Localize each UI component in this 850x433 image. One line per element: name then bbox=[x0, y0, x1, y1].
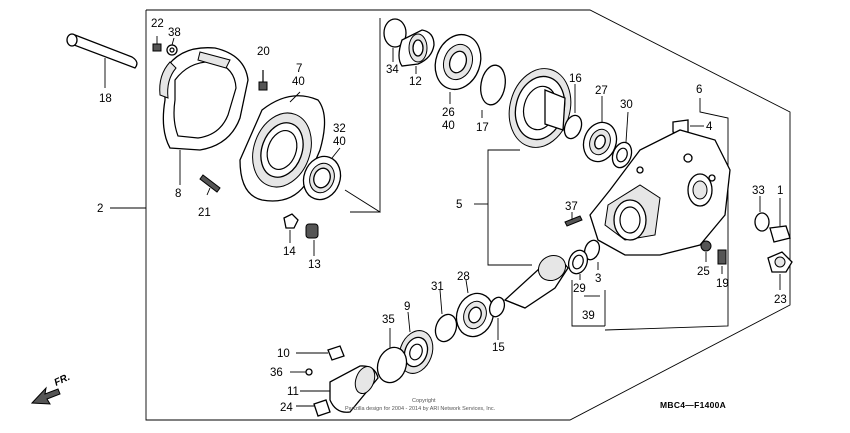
copyright-line-2: Partzilla design for 2004 - 2014 by ARI … bbox=[345, 406, 496, 412]
circlip-part-15 bbox=[488, 296, 506, 340]
bearing-part-27 bbox=[582, 96, 618, 163]
callout-40-a: 40 bbox=[292, 76, 305, 88]
front-label: FR. bbox=[53, 372, 72, 389]
callout-27: 27 bbox=[595, 85, 608, 97]
circlip-part-34 bbox=[383, 18, 407, 62]
callout-21: 21 bbox=[198, 207, 211, 219]
callout-36: 36 bbox=[270, 367, 283, 379]
callout-39: 39 bbox=[582, 310, 595, 322]
callout-40-b: 40 bbox=[333, 136, 346, 148]
oil-seal-part-32 bbox=[302, 147, 342, 201]
bracket-group-top bbox=[344, 18, 381, 213]
callout-28: 28 bbox=[457, 271, 470, 283]
bearing-part-12 bbox=[398, 29, 435, 74]
o-ring-part-35 bbox=[376, 328, 408, 384]
bolt-part-20 bbox=[258, 70, 268, 91]
washer-part-25 bbox=[700, 240, 712, 262]
pin-part-18 bbox=[66, 33, 138, 88]
callout-11: 11 bbox=[287, 386, 299, 398]
diagram-code: MBC4—F1400A bbox=[660, 400, 726, 410]
bracket-group-6 bbox=[604, 98, 729, 331]
callout-14: 14 bbox=[283, 246, 296, 258]
callout-20: 20 bbox=[257, 46, 270, 58]
callout-4: 4 bbox=[706, 121, 713, 133]
callout-25: 25 bbox=[697, 266, 710, 278]
bracket-group-5 bbox=[474, 149, 532, 266]
callout-40-c: 40 bbox=[442, 120, 455, 132]
callout-38: 38 bbox=[168, 27, 181, 39]
callout-7: 7 bbox=[296, 63, 302, 75]
callout-13: 13 bbox=[308, 259, 321, 271]
shim-part-16 bbox=[563, 84, 583, 140]
callout-19: 19 bbox=[716, 278, 729, 290]
bearing-part-26 bbox=[434, 33, 482, 104]
pinion-gear-part-5 bbox=[503, 254, 569, 309]
bolt-part-19 bbox=[717, 249, 727, 274]
callout-34: 34 bbox=[386, 64, 399, 76]
part-10 bbox=[296, 345, 345, 361]
callout-15: 15 bbox=[492, 342, 505, 354]
callout-12: 12 bbox=[409, 76, 422, 88]
oil-seal-part-30 bbox=[611, 111, 633, 169]
washer-part-38 bbox=[166, 37, 178, 56]
bolt-part-37 bbox=[564, 212, 583, 227]
callout-16: 16 bbox=[569, 73, 582, 85]
assembly-outline bbox=[110, 9, 791, 421]
front-direction-arrow bbox=[30, 386, 61, 405]
bolt-part-21 bbox=[199, 174, 221, 196]
callout-6: 6 bbox=[696, 84, 702, 96]
fitting-part-13 bbox=[305, 223, 319, 256]
callout-22: 22 bbox=[151, 18, 164, 30]
bearing-part-29 bbox=[567, 249, 589, 280]
callout-37: 37 bbox=[565, 201, 578, 213]
callout-2: 2 bbox=[97, 203, 103, 215]
shim-part-3 bbox=[583, 239, 601, 270]
callout-29: 29 bbox=[573, 283, 586, 295]
brake-panel-part-7 bbox=[239, 91, 326, 202]
callout-18: 18 bbox=[99, 93, 112, 105]
callout-5: 5 bbox=[456, 199, 462, 211]
nut-part-14 bbox=[283, 213, 299, 243]
bolt-part-22 bbox=[152, 36, 162, 52]
callout-17: 17 bbox=[476, 122, 489, 134]
brake-shoe-part-8 bbox=[159, 47, 249, 185]
callout-24: 24 bbox=[280, 402, 293, 414]
callout-35: 35 bbox=[382, 314, 395, 326]
callout-23: 23 bbox=[774, 294, 787, 306]
coupling-part-11 bbox=[300, 365, 379, 413]
bearing-part-28 bbox=[455, 279, 495, 338]
callout-30: 30 bbox=[620, 99, 633, 111]
callout-labels: 22 38 20 7 40 18 32 40 8 2 21 14 13 34 1… bbox=[97, 18, 787, 414]
nut-part-23 bbox=[767, 251, 793, 290]
callout-31: 31 bbox=[431, 281, 444, 293]
fitting-part-24 bbox=[296, 399, 331, 417]
callout-26: 26 bbox=[442, 107, 455, 119]
copyright-line-1: Copyright bbox=[412, 398, 436, 404]
gear-case-part-6 bbox=[589, 129, 731, 256]
part-36 bbox=[290, 368, 313, 376]
washer-part-33 bbox=[754, 196, 770, 232]
ring-gear bbox=[508, 68, 572, 148]
circlip-part-17 bbox=[480, 64, 506, 118]
callout-3: 3 bbox=[595, 273, 601, 285]
bracket-group-39 bbox=[571, 280, 606, 327]
callout-9: 9 bbox=[404, 301, 410, 313]
callout-1: 1 bbox=[777, 185, 783, 197]
callout-8: 8 bbox=[175, 188, 181, 200]
spline-gear-part-9 bbox=[398, 311, 434, 374]
shim-part-31 bbox=[434, 289, 458, 343]
callout-10: 10 bbox=[277, 348, 290, 360]
plug-part-1 bbox=[769, 198, 791, 243]
callout-32: 32 bbox=[333, 123, 346, 135]
callout-33: 33 bbox=[752, 185, 765, 197]
